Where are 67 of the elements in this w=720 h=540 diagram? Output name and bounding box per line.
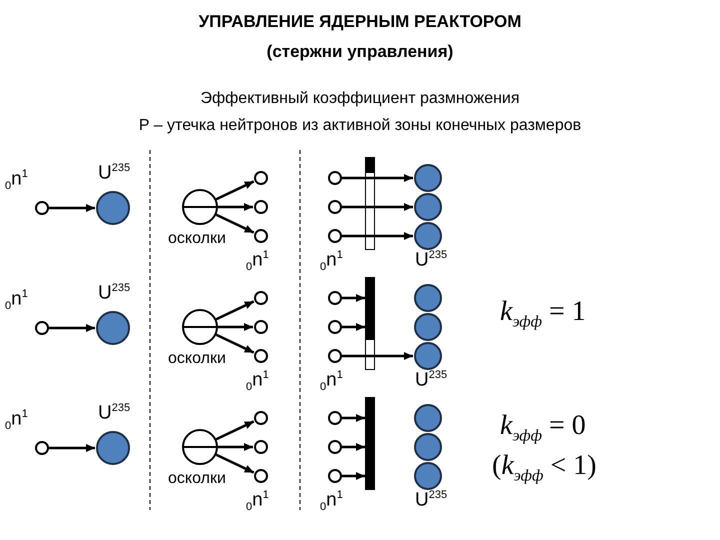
particle-label: осколки (168, 470, 226, 488)
arrow (216, 334, 254, 354)
particle-label: $_{0}$n$^{1}$ (320, 369, 343, 394)
particle-label: $_{0}$n$^{1}$ (5, 288, 28, 312)
neutron-circle (328, 200, 342, 214)
neutron-circle (328, 411, 342, 425)
particle-label: $_{0}$n$^{1}$ (246, 489, 269, 514)
arrow (342, 232, 413, 240)
uranium-nucleus (414, 433, 442, 461)
text-line: Эффективный коэффициент размножения (200, 90, 520, 108)
particle-label: U$^{235}$ (98, 402, 130, 424)
control-rod (365, 397, 375, 490)
formula: (k$_{эфф}$ < 1) (492, 450, 596, 486)
arrow (342, 323, 365, 331)
uranium-nucleus (414, 164, 442, 192)
arrow (216, 420, 254, 440)
neutron-circle (328, 320, 342, 334)
particle-label: $_{0}$n$^{1}$ (5, 408, 28, 432)
formula: k$_{эфф}$ = 0 (500, 410, 586, 446)
arrow (342, 352, 413, 360)
particle-label: U$^{235}$ (98, 162, 130, 184)
uranium-nucleus (414, 193, 442, 221)
arrow (218, 323, 253, 331)
arrow (216, 180, 254, 200)
arrow (216, 214, 254, 234)
particle-label: $_{0}$n$^{1}$ (320, 489, 343, 514)
arrow (49, 204, 95, 212)
arrow (342, 414, 365, 422)
neutron-circle (254, 411, 268, 425)
particle-label: U$^{235}$ (415, 489, 448, 512)
neutron-circle (328, 440, 342, 454)
title: УПРАВЛЕНИЕ ЯДЕРНЫМ РЕАКТОРОМ (198, 12, 522, 32)
arrow (216, 454, 254, 474)
particle-label: $_{0}$n$^{1}$ (246, 369, 269, 394)
neutron-circle (254, 291, 268, 305)
particle-label: U$^{235}$ (415, 369, 448, 392)
uranium-nucleus (414, 284, 442, 312)
control-rod (365, 157, 375, 250)
neutron-circle (254, 440, 268, 454)
neutron-circle (328, 171, 342, 185)
arrow (218, 203, 253, 211)
particle-label: $_{0}$n$^{1}$ (246, 249, 269, 274)
subtitle: (стержни управления) (266, 42, 454, 62)
neutron-circle (254, 171, 268, 185)
arrow (49, 324, 95, 332)
neutron-circle (254, 200, 268, 214)
neutron-circle (328, 291, 342, 305)
control-rod (365, 277, 375, 370)
arrow (216, 300, 254, 320)
particle-label: U$^{235}$ (98, 282, 130, 304)
particle-label: осколки (168, 350, 226, 368)
arrow (342, 443, 365, 451)
arrow (49, 444, 95, 452)
arrow (342, 472, 365, 480)
uranium-nucleus (414, 404, 442, 432)
particle-label: U$^{235}$ (415, 249, 448, 272)
arrow (342, 294, 365, 302)
uranium-nucleus (414, 313, 442, 341)
particle-label: осколки (168, 230, 226, 248)
formula: k$_{эфф}$ = 1 (500, 296, 586, 332)
arrow (218, 443, 253, 451)
particle-label: $_{0}$n$^{1}$ (320, 249, 343, 274)
arrow (342, 174, 413, 182)
neutron-circle (254, 320, 268, 334)
particle-label: $_{0}$n$^{1}$ (5, 168, 28, 192)
text-line: P – утечка нейтронов из активной зоны конечных размеров (138, 117, 582, 135)
arrow (342, 203, 413, 211)
